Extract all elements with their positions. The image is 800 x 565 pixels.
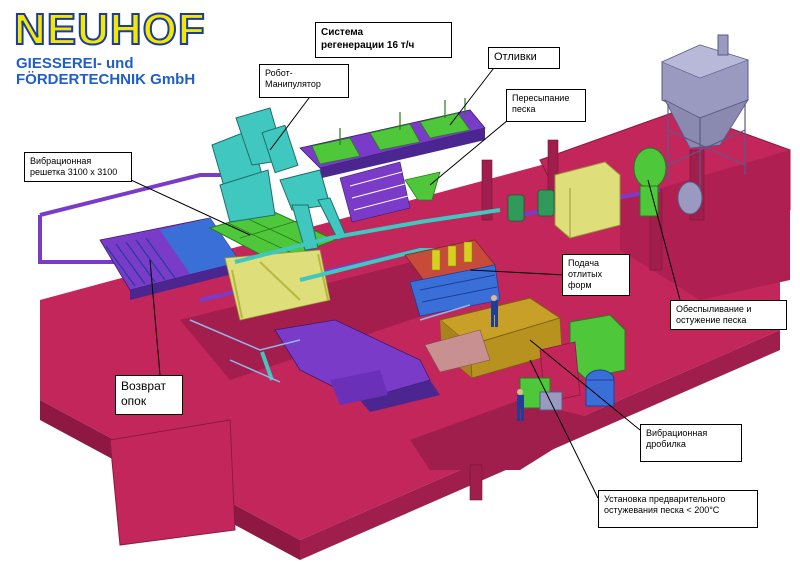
- label-castings: Отливки: [488, 47, 560, 69]
- label-vibration-crusher: Вибрационная дробилка: [640, 424, 742, 462]
- front-wall-block: [109, 419, 236, 546]
- lower-step-block: [410, 400, 600, 470]
- label-regeneration-system: Система регенерации 16 т/ч: [315, 22, 452, 58]
- right-wing: [620, 150, 790, 300]
- railings: [189, 304, 471, 383]
- label-dedusting-cooling: Обеспыливание и остужение песка: [670, 300, 787, 330]
- mold-feed: [404, 239, 501, 317]
- return-conveyor: [274, 319, 440, 412]
- worker-2: [517, 389, 524, 421]
- vibration-crusher: [424, 297, 563, 379]
- brand-subtitle-line2: FÖRDERTECHNIK GmbH: [16, 71, 196, 88]
- sand-transfer-hopper: [404, 171, 441, 201]
- vibration-grate: [208, 209, 337, 321]
- cooler-box: [554, 161, 621, 239]
- pointer-lines: [119, 59, 681, 499]
- castings-conveyor: [299, 98, 486, 223]
- motors: [507, 189, 555, 222]
- pit-shadow: [180, 260, 470, 380]
- label-sand-precooling: Установка предварительного остужевания п…: [598, 490, 758, 528]
- label-flask-return: Возврат опок: [115, 375, 183, 415]
- label-robot-manipulator: Робот- Манипулятор: [259, 64, 349, 98]
- dedust-silo: [633, 34, 749, 217]
- label-mold-feed: Подача отлитых форм: [562, 254, 630, 296]
- robot-manipulator: [211, 107, 347, 251]
- label-vibration-grate: Вибрационная решетка 3100 x 3100: [24, 152, 132, 182]
- workers: [491, 295, 524, 421]
- worker-1: [491, 295, 498, 327]
- brand-subtitle-line1: GIESSEREI- und: [16, 55, 134, 72]
- label-sand-transfer: Пересыпание песка: [506, 89, 586, 122]
- brand-logo: NEUHOF: [13, 5, 206, 55]
